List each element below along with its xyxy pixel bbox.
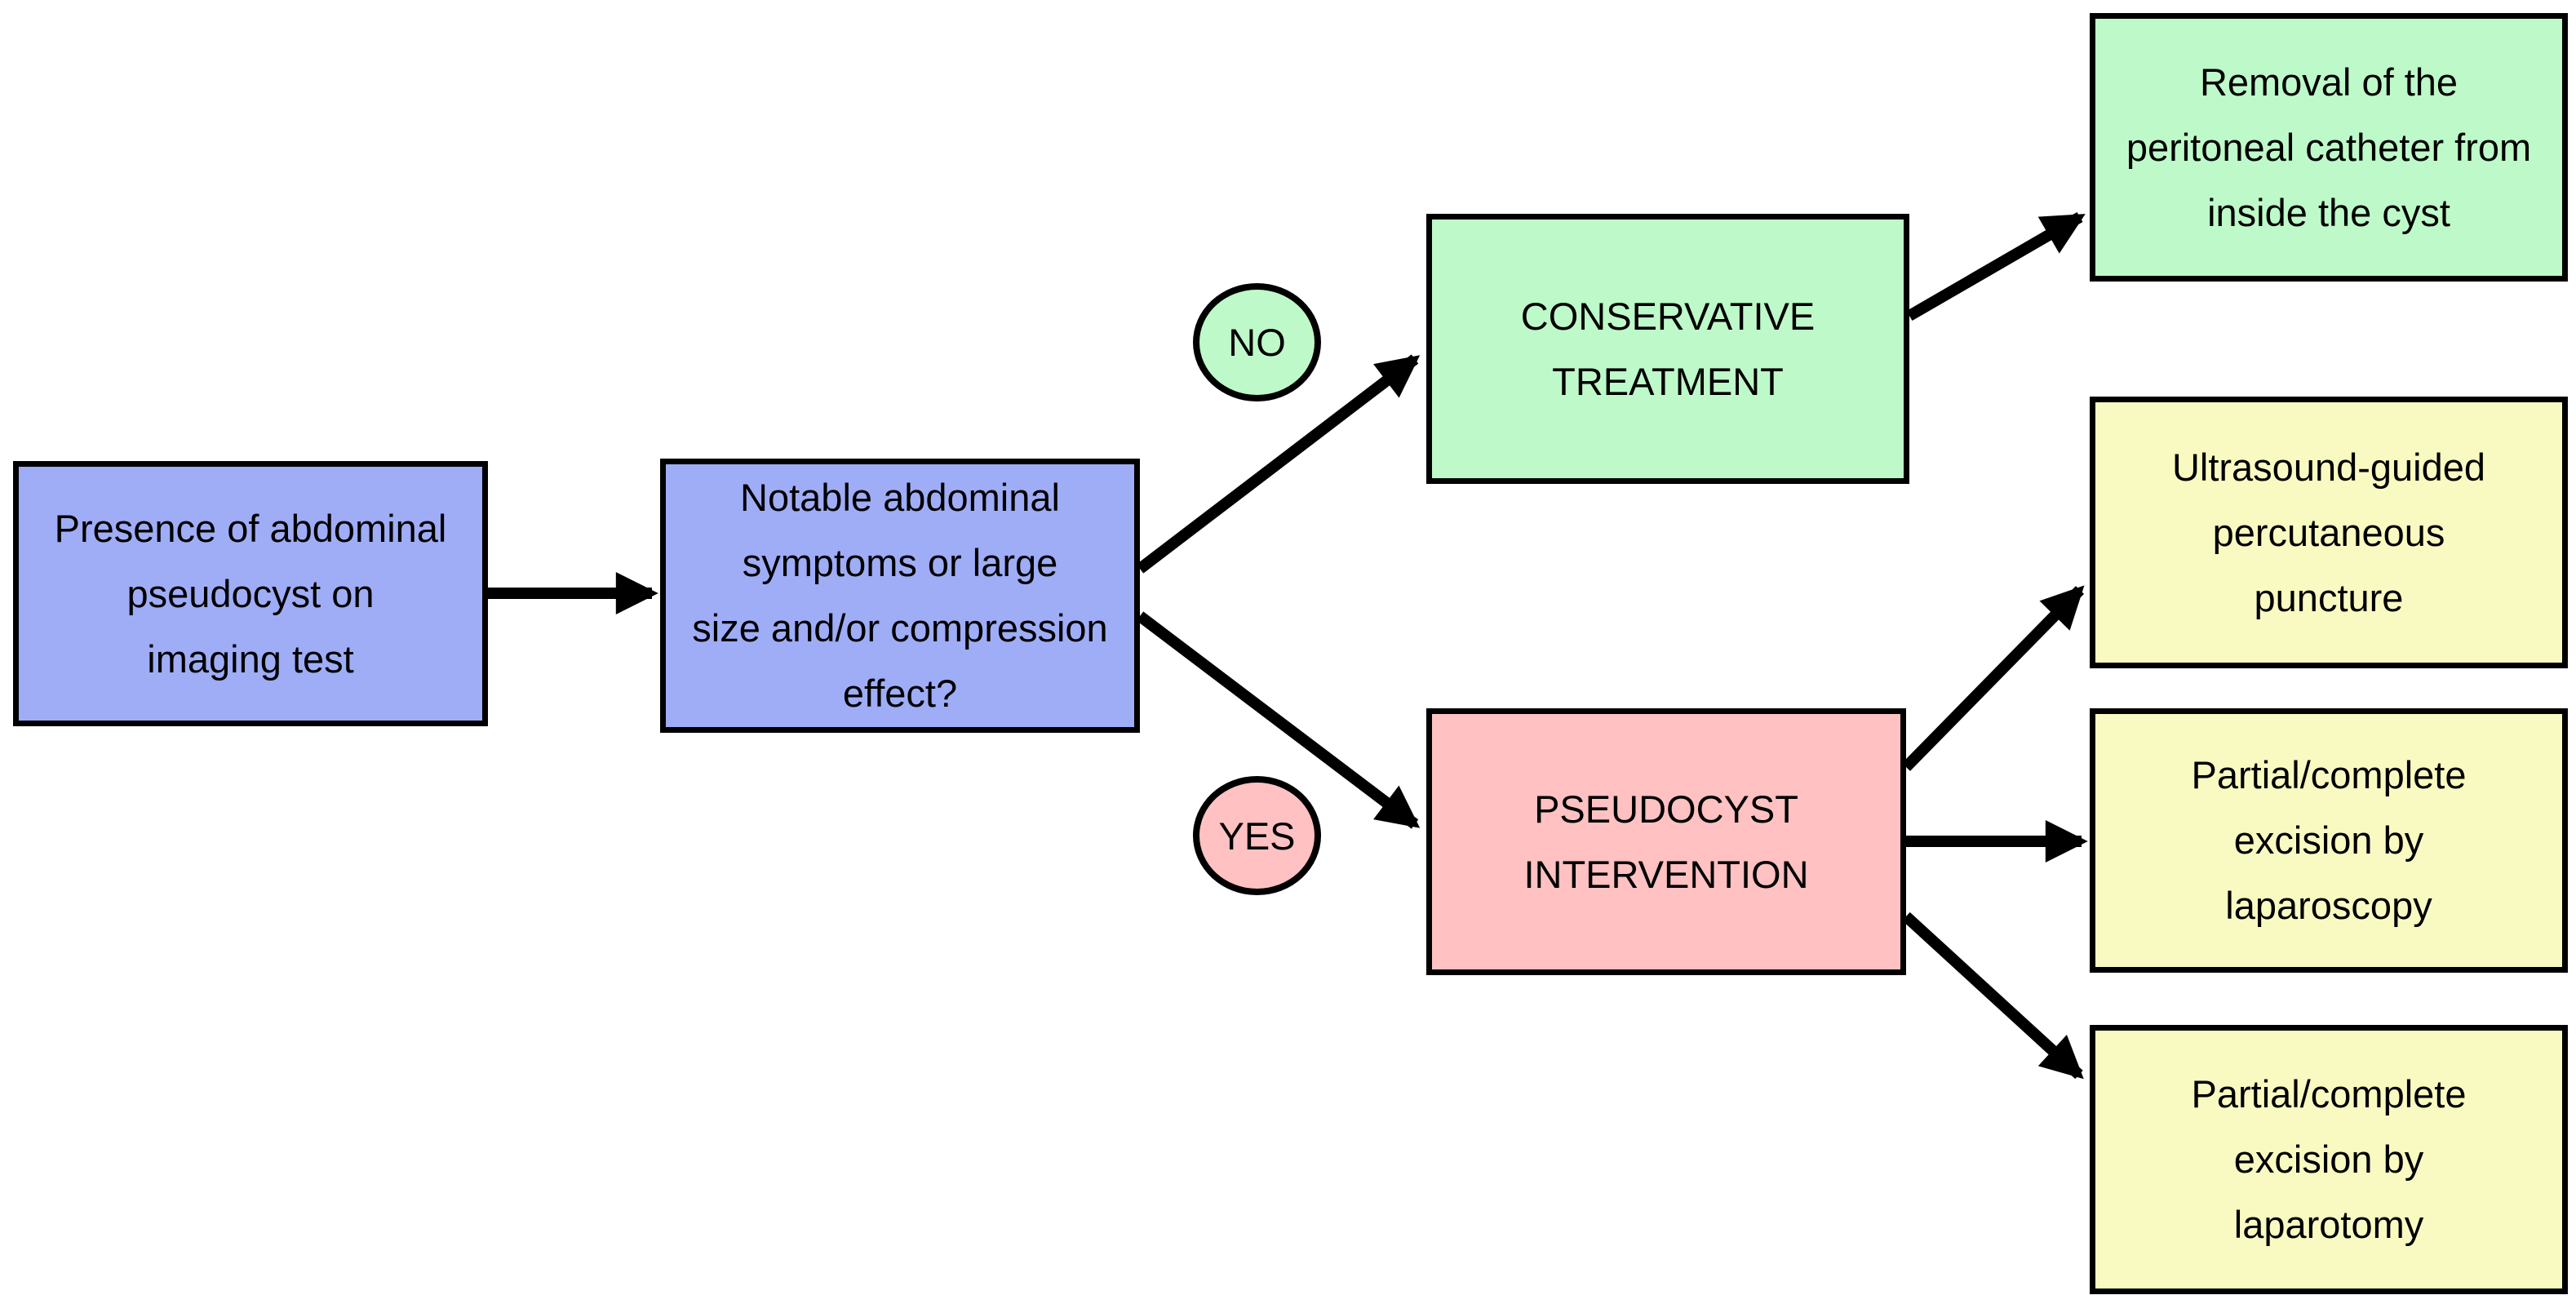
yes-badge: YES	[1193, 776, 1321, 895]
node-presence-of-pseudocyst: Presence of abdominal pseudocyst on imag…	[13, 461, 488, 726]
node-catheter-removal: Removal of the peritoneal catheter from …	[2090, 13, 2568, 282]
no-badge: NO	[1193, 283, 1321, 401]
arrow-intervention-to-laparotomy	[1902, 911, 2084, 1080]
node-pseudocyst-intervention: PSEUDOCYST INTERVENTION	[1426, 708, 1906, 975]
arrow-conservative-to-catheter-removal	[1906, 211, 2086, 322]
node-ultrasound-puncture: Ultrasound-guided percutaneous puncture	[2090, 397, 2568, 668]
node-excision-laparotomy: Partial/complete excision by laparotomy	[2090, 1025, 2568, 1294]
arrow-intervention-to-puncture	[1902, 585, 2085, 771]
node-excision-laparoscopy: Partial/complete excision by laparoscopy	[2090, 708, 2568, 973]
node-symptoms-question: Notable abdominal symptoms or large size…	[660, 459, 1140, 733]
node-conservative-treatment: CONSERVATIVE TREATMENT	[1426, 214, 1909, 484]
